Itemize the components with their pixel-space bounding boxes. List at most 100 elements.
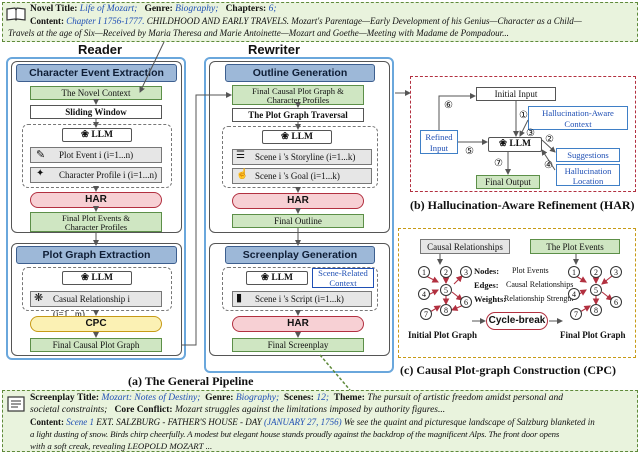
pge-header: Plot Graph Extraction bbox=[16, 246, 177, 264]
storyline-box: Scene i 's Storyline (i=1...k) bbox=[232, 149, 372, 165]
graph-node: 4 bbox=[418, 288, 430, 300]
plot-event-icon: ✎ bbox=[36, 149, 46, 161]
plot-events-box: The Plot Events bbox=[530, 239, 620, 254]
har-step-6: ⑥ bbox=[444, 100, 453, 111]
cpc-legend-nodes-value: Plot Events bbox=[512, 266, 549, 275]
screenplay-theme-conflict-line: societal constraints; Core Conflict: Moz… bbox=[30, 405, 446, 415]
graph-node: 7 bbox=[570, 308, 582, 320]
openai-icon: ❀ bbox=[81, 273, 89, 283]
openai-icon: ❀ bbox=[499, 139, 507, 149]
graph-node: 5 bbox=[590, 284, 602, 296]
har-step-3: ③ bbox=[526, 128, 535, 139]
character-profile-box: Character Profile i (i=1...n) bbox=[30, 167, 162, 183]
graph-node: 3 bbox=[460, 266, 472, 278]
openai-icon: ❀ bbox=[81, 130, 89, 140]
graph-node: 5 bbox=[440, 284, 452, 296]
initial-input-box: Initial Input bbox=[476, 87, 556, 101]
reader-cpc-box: CPC bbox=[30, 316, 162, 332]
har-step-1: ① bbox=[519, 110, 528, 121]
graph-node: 8 bbox=[590, 304, 602, 316]
book-icon bbox=[6, 7, 26, 21]
graph-node: 7 bbox=[420, 308, 432, 320]
openai-icon: ❀ bbox=[261, 273, 269, 283]
graph-node: 1 bbox=[418, 266, 430, 278]
cpc-caption: (c) Causal Plot-graph Construction (CPC) bbox=[400, 363, 616, 377]
novel-title-line: Novel Title: Life of Mozart; Genre: Biog… bbox=[30, 4, 277, 14]
graph-node: 3 bbox=[610, 266, 622, 278]
cpc-legend-weights: Weights: bbox=[474, 294, 507, 304]
graph-node: 4 bbox=[568, 288, 580, 300]
final-screenplay-box: Final Screenplay bbox=[232, 338, 364, 352]
graph-node: 1 bbox=[568, 266, 580, 278]
screenplay-info-box bbox=[2, 390, 638, 452]
thumbs-up-icon: ☝ bbox=[236, 169, 249, 180]
causal-relationships-box: Causal Relationships bbox=[420, 239, 510, 254]
sliding-window-box: Sliding Window bbox=[30, 105, 162, 119]
rewriter-title: Rewriter bbox=[248, 42, 301, 57]
final-events-box: Final Plot Events &Character Profiles bbox=[30, 212, 162, 232]
graph-node: 8 bbox=[440, 304, 452, 316]
cpc-legend-nodes: Nodes: bbox=[474, 266, 500, 276]
final-output-box: Final Output bbox=[476, 175, 540, 189]
har-step-2: ② bbox=[545, 134, 554, 145]
reader-llm2-box: ❀ LLM bbox=[62, 271, 132, 285]
final-graph-label: Final Plot Graph bbox=[560, 330, 626, 340]
screenplay-content-line3: with a soft creak, revealing LEOPOLD MOZ… bbox=[30, 441, 213, 451]
har-step-7: ⑦ bbox=[494, 158, 503, 169]
rewriter-llm2-box: ❀ LLM bbox=[246, 271, 308, 285]
pipeline-caption: (a) The General Pipeline bbox=[128, 374, 254, 388]
novel-info-box bbox=[2, 2, 638, 42]
graph-node: 6 bbox=[610, 296, 622, 308]
rewriter-har2-box: HAR bbox=[232, 316, 364, 332]
screenplay-content-line2: a light dusting of snow. Birds chirp che… bbox=[30, 429, 560, 439]
character-profile-icon: ✦ bbox=[36, 168, 45, 179]
script-box: Scene i 's Script (i=1...k) bbox=[232, 291, 372, 307]
screenplay-content-line1: Content: Scene 1 EXT. SALZBURG - FATHER'… bbox=[30, 417, 595, 427]
script-icon: ▮ bbox=[236, 292, 243, 304]
og-header: Outline Generation bbox=[225, 64, 375, 82]
causal-relationship-icon: ❋ bbox=[34, 292, 44, 304]
traversal-box: The Plot Graph Traversal bbox=[232, 108, 364, 122]
suggestions-box: Suggestions bbox=[556, 148, 620, 162]
final-outline-box: Final Outline bbox=[232, 214, 364, 228]
og-panel bbox=[209, 61, 390, 233]
cpc-panel bbox=[398, 228, 636, 358]
causal-relationship-box: Casual Relationship i (i=1...m) bbox=[30, 291, 162, 319]
openai-icon: ❀ bbox=[281, 132, 289, 142]
rewriter-panel bbox=[204, 57, 394, 373]
screenplay-title-line: Screenplay Title: Mozart: Notes of Desti… bbox=[30, 393, 563, 403]
goal-box: Scene i 's Goal (i=1...k) bbox=[232, 168, 372, 184]
graph-node: 6 bbox=[460, 296, 472, 308]
har-panel bbox=[410, 76, 636, 192]
cycle-break-box: Cycle-break bbox=[486, 312, 548, 330]
final-causal-graph-box: Final Causal Plot Graph bbox=[30, 338, 162, 352]
har-step-5: ⑤ bbox=[465, 146, 474, 157]
reader-title: Reader bbox=[78, 42, 123, 57]
graph-node: 2 bbox=[440, 266, 452, 278]
graph-node: 2 bbox=[590, 266, 602, 278]
novel-content-line1: Content: Chapter I 1756-1777. CHILDHOOD … bbox=[30, 16, 582, 26]
novel-content-line2: Travels at the age of Six—Received by Ma… bbox=[8, 28, 509, 38]
cpc-legend-weights-value: Relationship Strength bbox=[504, 294, 574, 303]
screenplay-icon bbox=[7, 396, 25, 412]
sg-header: Screenplay Generation bbox=[225, 246, 375, 264]
har-step-4: ④ bbox=[544, 160, 553, 171]
storyline-icon: ☰ bbox=[236, 150, 245, 161]
har-llm-box: ❀ LLM bbox=[488, 137, 542, 152]
cee-header: Character Event Extraction bbox=[16, 64, 177, 82]
cpc-legend-edges: Edges: bbox=[474, 280, 499, 290]
plot-event-box: Plot Event i (i=1...n) bbox=[30, 147, 162, 163]
reader-llm-box: ❀ LLM bbox=[62, 128, 132, 142]
har-caption: (b) Hallucination-Aware Refinement (HAR) bbox=[410, 198, 635, 212]
reader-panel bbox=[6, 57, 186, 360]
initial-graph-label: Initial Plot Graph bbox=[408, 330, 478, 340]
rewriter-llm-box: ❀ LLM bbox=[262, 130, 332, 144]
cpc-legend-edges-value: Causal Relationships bbox=[506, 280, 574, 289]
